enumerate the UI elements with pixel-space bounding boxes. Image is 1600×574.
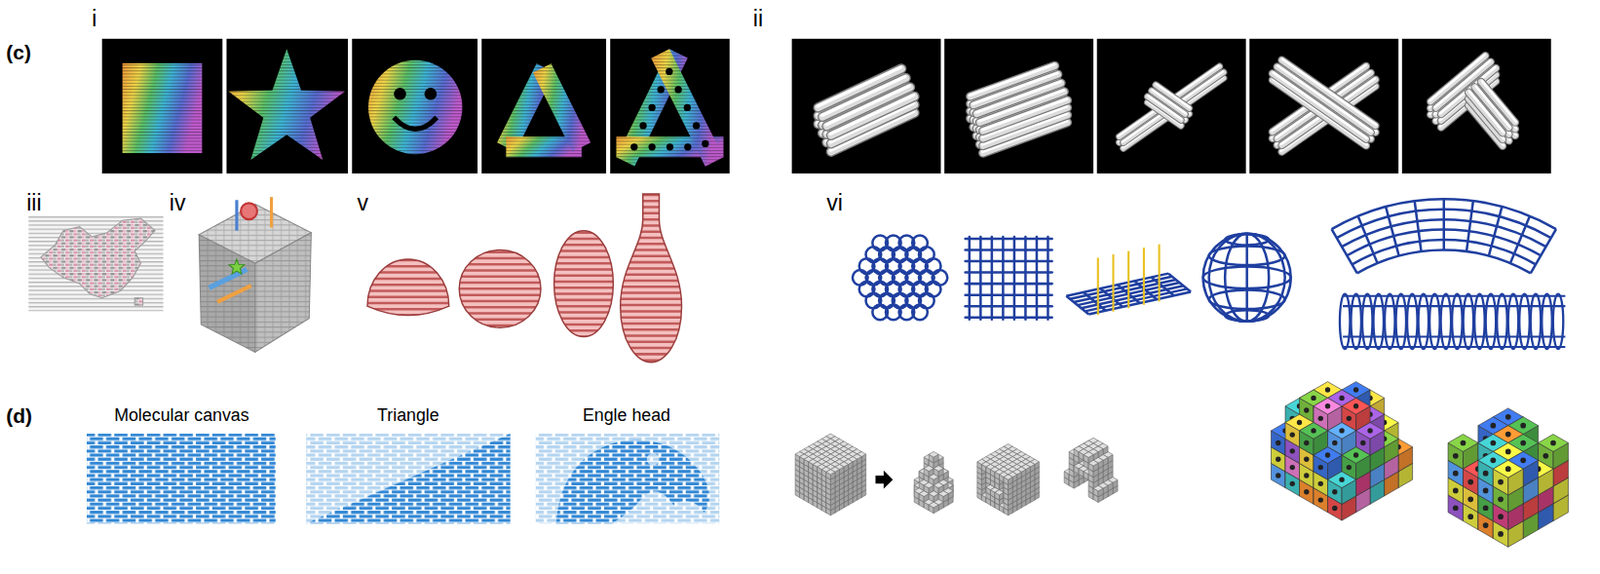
figure-stage: (c)iiiiiiivvvi(d)Molecular canvasTriangl… <box>0 0 1600 574</box>
